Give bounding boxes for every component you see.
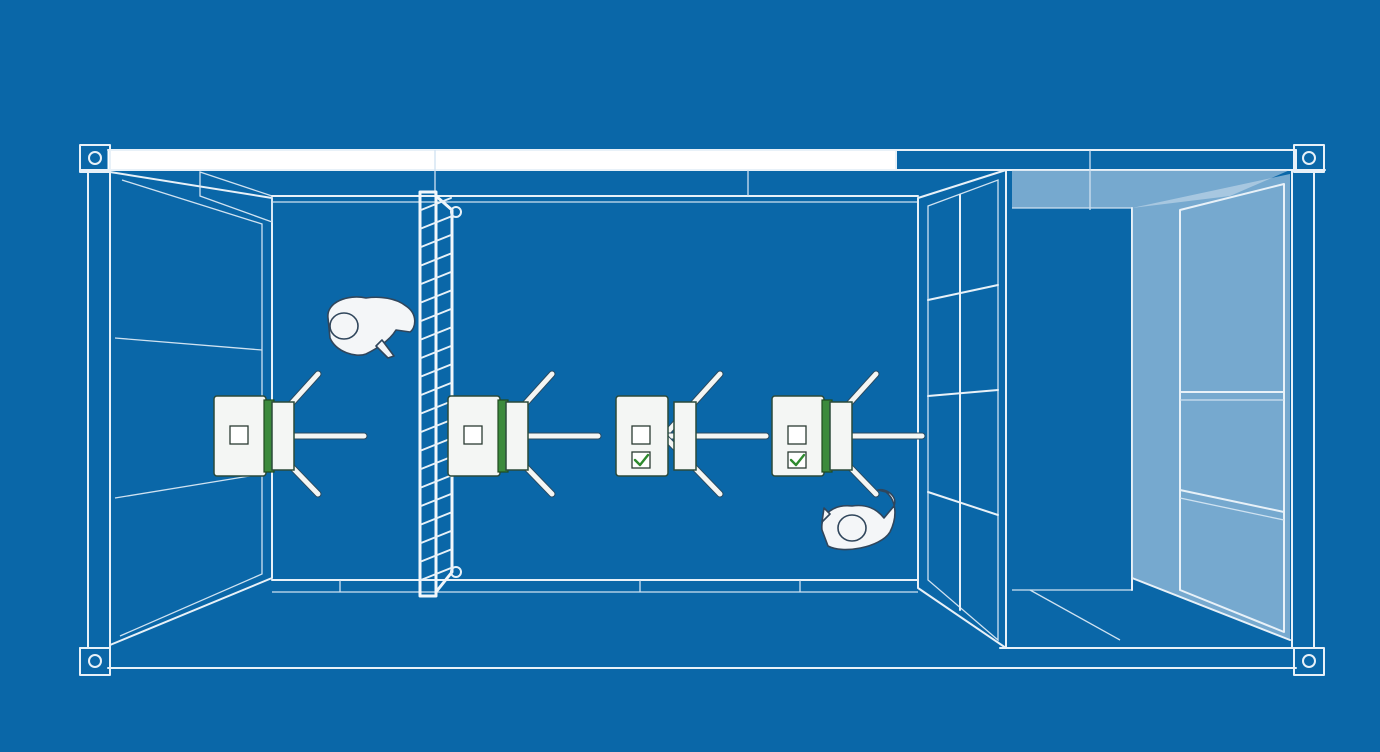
railing-rung	[420, 289, 452, 304]
railing-rung	[420, 326, 452, 341]
railing-rung	[420, 271, 452, 285]
railing-rung	[420, 363, 452, 378]
right-room	[1005, 169, 1291, 649]
corner-fitting-icon	[79, 144, 111, 173]
railing-rung	[420, 382, 452, 396]
turnstile-icon	[213, 370, 368, 498]
railing-rung	[420, 511, 452, 526]
railing-rung	[420, 197, 452, 211]
window-wall	[917, 169, 1007, 649]
check-icon	[631, 451, 651, 469]
railing-rung	[420, 215, 452, 230]
top-roof-rail	[107, 149, 897, 171]
railing-icon	[418, 190, 462, 598]
corner-fitting-icon	[79, 647, 111, 676]
turnstile-rotor	[829, 401, 853, 471]
turnstile-rotor	[271, 401, 295, 471]
railing-rung	[420, 456, 452, 470]
railing-rung	[420, 234, 452, 248]
check-icon	[787, 451, 807, 469]
corner-fitting-icon	[1293, 647, 1325, 676]
turnstile-icon	[615, 370, 770, 498]
person-icon	[821, 488, 896, 551]
railing-rung	[420, 474, 452, 489]
turnstile-row	[213, 370, 926, 498]
railing-rung	[420, 437, 452, 452]
turnstile-panel	[787, 425, 807, 445]
railing-rung	[420, 400, 452, 415]
railing-rung	[420, 252, 452, 267]
turnstile-rotor	[673, 401, 697, 471]
railing-rung	[420, 548, 452, 563]
turnstile-icon	[447, 370, 602, 498]
railing-rung	[420, 530, 452, 544]
interior-floor	[271, 150, 1091, 593]
turnstile-panel	[229, 425, 249, 445]
railing-rung	[420, 419, 452, 433]
railing-rung	[420, 308, 452, 322]
turnstile-panel	[463, 425, 483, 445]
railing-rung	[420, 567, 452, 581]
person-icon	[327, 296, 416, 359]
turnstile-icon	[771, 370, 926, 498]
railing-rung	[420, 345, 452, 359]
railing-rung	[420, 493, 452, 507]
turnstile-panel	[631, 425, 651, 445]
turnstile-rotor	[505, 401, 529, 471]
corner-fitting-icon	[1293, 144, 1325, 173]
